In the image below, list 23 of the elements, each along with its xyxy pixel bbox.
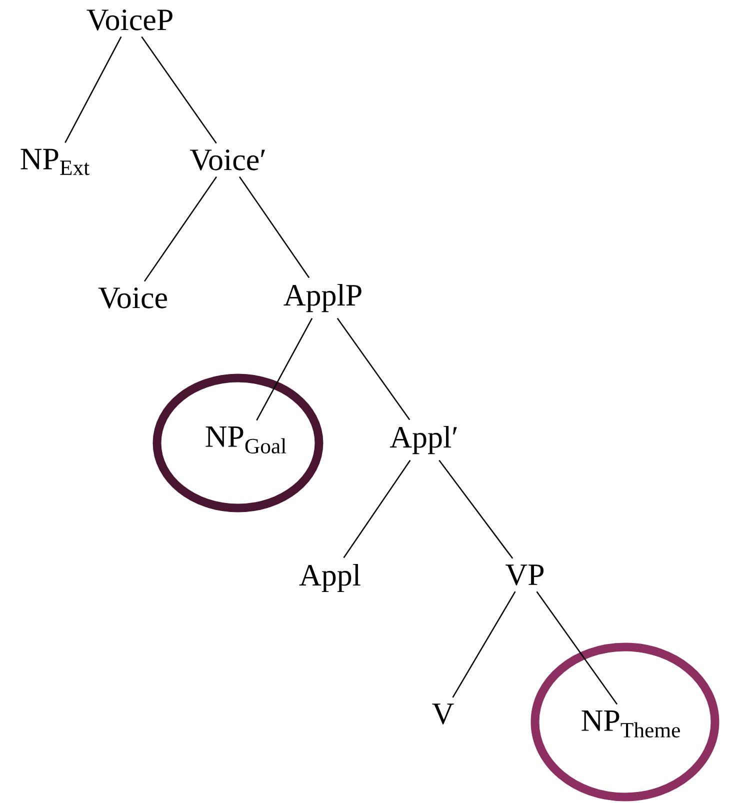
branch-line bbox=[336, 318, 410, 420]
branch-line bbox=[141, 36, 217, 144]
tree-label: Appl′ bbox=[390, 426, 457, 454]
tree-label: Appl bbox=[299, 564, 360, 592]
branch-line bbox=[144, 176, 218, 282]
tree-label: NP$_{Theme}$ bbox=[582, 710, 680, 738]
branch-line bbox=[256, 318, 313, 421]
branch-line bbox=[438, 460, 514, 559]
branch-line bbox=[64, 36, 122, 144]
tree-label: V bbox=[432, 704, 454, 724]
branch-line bbox=[452, 591, 516, 698]
tree-label: VoiceP bbox=[86, 10, 172, 30]
highlight-ellipse bbox=[152, 374, 324, 512]
tree-label: Voice bbox=[98, 288, 167, 308]
highlight-ellipse bbox=[530, 642, 720, 802]
branch-line bbox=[343, 460, 411, 558]
branch-line bbox=[536, 591, 618, 705]
tree-label: Voice′ bbox=[190, 150, 265, 170]
tree-label: NP$_{Goal}$ bbox=[206, 426, 286, 454]
branch-line bbox=[238, 176, 310, 278]
tree-label: VP bbox=[506, 564, 544, 586]
tree-label: ApplP bbox=[284, 284, 362, 312]
tree-label: NP$_{Ext}$ bbox=[20, 148, 90, 176]
